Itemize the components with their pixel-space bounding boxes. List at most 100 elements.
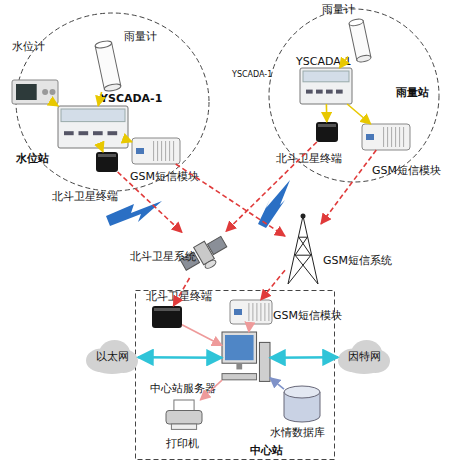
module-rib bbox=[256, 303, 257, 321]
station-boundary: 雨量计YSCADA-1北斗卫星终端GSM短信模块雨量站 bbox=[268, 8, 440, 183]
module-rib bbox=[264, 303, 265, 321]
data-link bbox=[101, 148, 103, 152]
device-label: 北斗卫星系统 bbox=[130, 250, 196, 263]
device-label: 中心站服务器 bbox=[150, 382, 216, 395]
device-port bbox=[108, 131, 118, 135]
tower-strut bbox=[295, 255, 311, 256]
terminal-body bbox=[316, 122, 338, 142]
cylinder-side bbox=[95, 43, 121, 90]
device-body bbox=[300, 68, 352, 104]
cylinder-bottom bbox=[104, 83, 122, 92]
beidou-terminal: 北斗卫星终端 bbox=[152, 306, 182, 328]
module-led bbox=[136, 148, 144, 154]
module-led bbox=[366, 134, 374, 140]
gsm-module: GSM短信模块 bbox=[230, 300, 272, 324]
cylinder-top bbox=[95, 40, 113, 49]
device-label: 以太网 bbox=[86, 350, 138, 363]
tower-strut bbox=[295, 237, 307, 255]
radio-link bbox=[261, 270, 285, 300]
data-link bbox=[270, 378, 284, 390]
station-label: 中心站 bbox=[250, 444, 283, 457]
station-label: 水位站 bbox=[16, 152, 49, 165]
radio-link bbox=[321, 150, 376, 224]
model-label: YSCADA-1 bbox=[232, 68, 272, 81]
module-rib bbox=[403, 127, 404, 147]
gsm-tower-shape bbox=[285, 212, 321, 284]
device-label: GSM短信系统 bbox=[323, 254, 392, 267]
rtu-device: YSCADA-1 bbox=[300, 68, 352, 104]
data-link bbox=[128, 140, 132, 142]
module-rib bbox=[387, 127, 388, 147]
device-label: 打印机 bbox=[166, 437, 199, 450]
device-body bbox=[58, 106, 128, 148]
data-link bbox=[55, 104, 58, 106]
device-label: 水位计 bbox=[12, 40, 45, 53]
pc-tower bbox=[259, 342, 270, 381]
data-link bbox=[339, 57, 348, 68]
terminal-highlight bbox=[98, 154, 116, 157]
device-label: 雨量计 bbox=[322, 3, 355, 16]
gsm-tower: GSM短信系统 bbox=[285, 212, 321, 284]
beidou-terminal: 北斗卫星终端 bbox=[96, 152, 118, 172]
gsm-module: GSM短信模块 bbox=[362, 124, 410, 150]
cylinder-bottom bbox=[356, 54, 371, 63]
data-link bbox=[248, 324, 250, 332]
center-boundary: 北斗卫星终端 GSM短信模块中心站服务器打印机 水情数据库中心站 bbox=[135, 290, 335, 460]
module-rib bbox=[252, 303, 253, 321]
printer-body bbox=[166, 411, 202, 425]
beidou-terminal-shape bbox=[96, 152, 118, 172]
device-port bbox=[306, 90, 313, 94]
station-boundary: 水位计 雨量计 YSCADA-1GSM短信模块北斗卫星终端 水位站 bbox=[15, 12, 210, 192]
terminal-highlight bbox=[154, 308, 180, 311]
radio-link bbox=[226, 142, 317, 231]
rain-gauge-body bbox=[95, 40, 122, 92]
device-knob bbox=[49, 89, 55, 95]
data-link bbox=[326, 104, 328, 122]
device-label: 雨量计 bbox=[124, 30, 157, 43]
device-label: 水情数据库 bbox=[270, 426, 325, 439]
cylinder-side bbox=[349, 21, 371, 60]
module-rib bbox=[169, 141, 170, 161]
keyboard bbox=[222, 374, 257, 380]
tower-strut bbox=[299, 237, 308, 238]
gsm-module-shape bbox=[362, 124, 410, 150]
device-label: 北斗卫星终端 bbox=[52, 190, 118, 203]
device-knob bbox=[42, 89, 48, 95]
radio-link bbox=[118, 172, 182, 232]
device-display bbox=[16, 84, 37, 100]
data-link bbox=[98, 92, 101, 106]
module-rib bbox=[153, 141, 154, 161]
module-rib bbox=[157, 141, 158, 161]
data-link bbox=[270, 356, 338, 359]
module-rib bbox=[248, 303, 249, 321]
printer-shape bbox=[166, 400, 202, 430]
device-label: 因特网 bbox=[338, 350, 390, 363]
monitor-stand bbox=[236, 363, 242, 369]
cylinder-top bbox=[348, 18, 363, 27]
device-port bbox=[64, 131, 74, 135]
station-label: 雨量站 bbox=[396, 86, 429, 99]
device-port bbox=[79, 131, 89, 135]
tower-strut bbox=[295, 255, 318, 284]
radio-link bbox=[173, 278, 189, 306]
device-port bbox=[336, 90, 343, 94]
gsm-module-shape bbox=[230, 300, 272, 324]
rtu-device: YSCADA-1 bbox=[58, 106, 128, 148]
terminal-body bbox=[96, 152, 118, 172]
rain-gauge-shape bbox=[94, 40, 122, 92]
lightning-bolt bbox=[106, 201, 162, 226]
device-label: GSM短信模块 bbox=[130, 170, 199, 183]
data-link bbox=[182, 325, 222, 346]
rain-gauge-shape bbox=[348, 18, 372, 63]
beidou-terminal-shape bbox=[316, 122, 338, 142]
beidou-terminal-shape bbox=[152, 306, 182, 328]
module-rib bbox=[268, 303, 269, 321]
network-cloud: 以太网 bbox=[86, 340, 138, 374]
station-label: YSCADA-1 bbox=[100, 92, 162, 105]
tower-strut bbox=[299, 237, 311, 255]
database-shape bbox=[284, 386, 320, 422]
tower-strut bbox=[288, 255, 311, 284]
module-rib bbox=[173, 141, 174, 161]
